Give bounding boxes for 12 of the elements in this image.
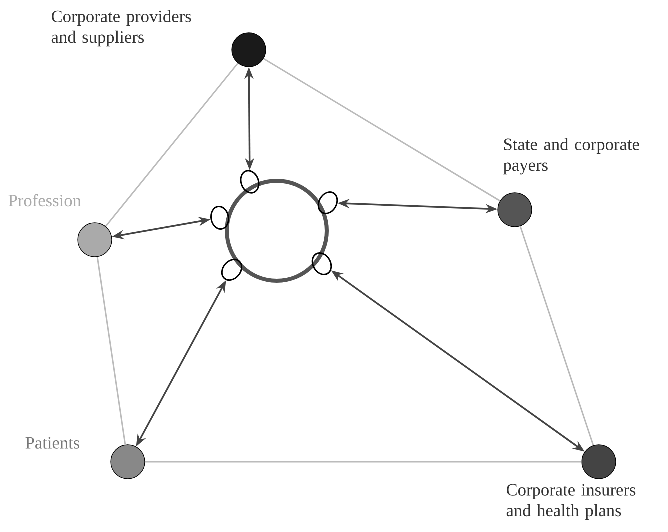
connector-line: [520, 226, 594, 446]
stakeholder-label: State and corporate payers: [504, 138, 640, 175]
stakeholder-label: Corporate insurers and health plans: [506, 484, 636, 520]
stakeholder-label: Patients: [26, 437, 80, 449]
connector-line: [263, 58, 501, 202]
stakeholder-label: Corporate providers and suppliers: [52, 10, 192, 47]
link-ellipse: [210, 206, 230, 230]
central-ring: [225, 179, 329, 283]
connector-line: [105, 63, 239, 227]
connector-line: [145, 461, 582, 463]
connector-line: [96, 257, 126, 445]
stakeholder-label: Profession: [8, 194, 82, 207]
